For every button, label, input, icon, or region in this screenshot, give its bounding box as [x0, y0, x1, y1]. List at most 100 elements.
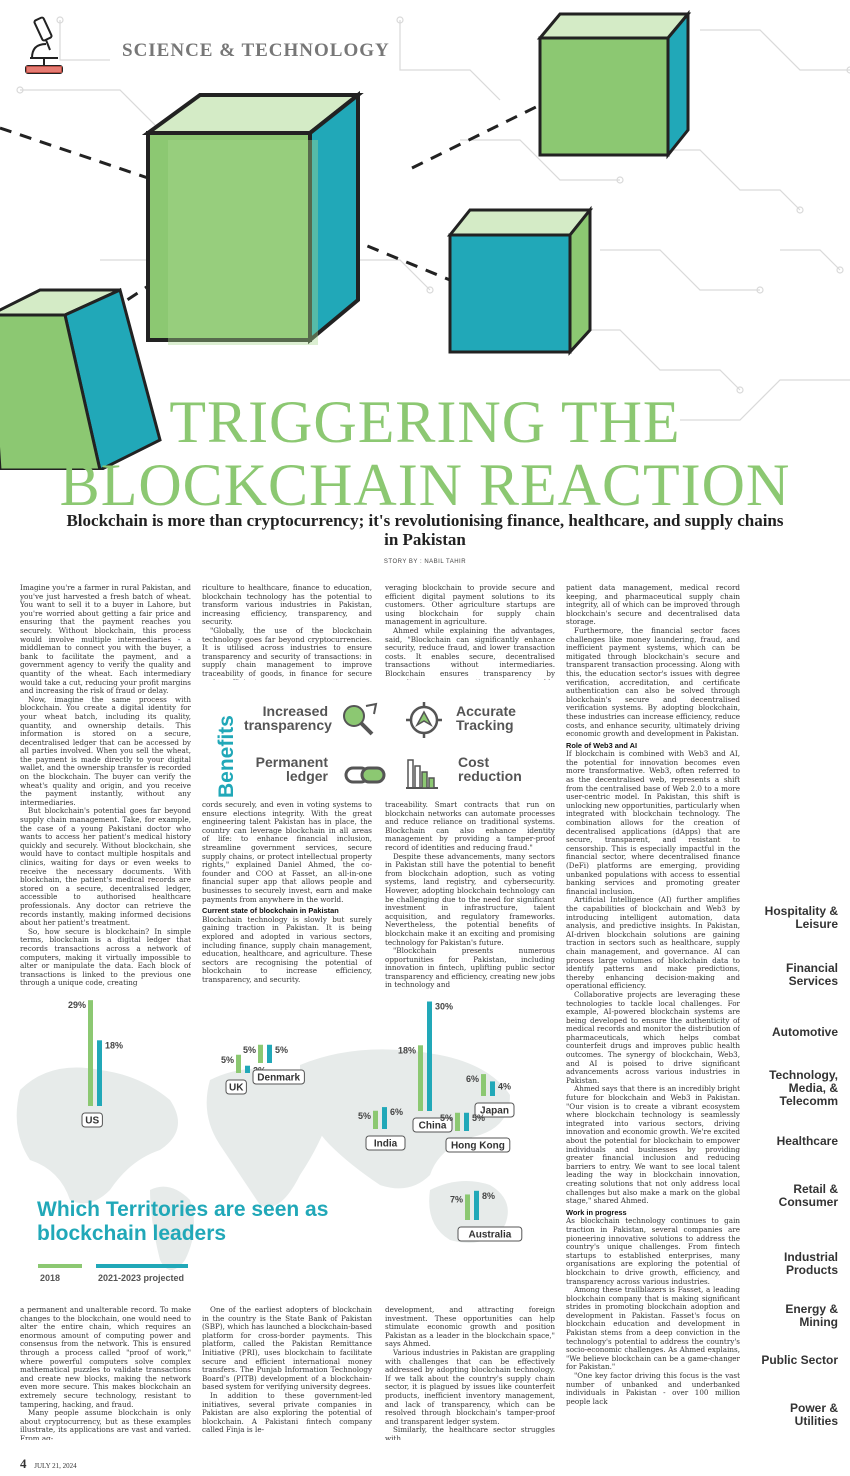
column-1: Imagine you're a farmer in rural Pakista…	[20, 584, 191, 990]
territory-label-box	[457, 1226, 523, 1242]
bar-uk-2018	[236, 1054, 241, 1073]
sector-item: Energy &Mining	[785, 1302, 838, 1329]
bar-india-projected	[382, 1107, 387, 1129]
legend-swatch-projected	[96, 1264, 188, 1268]
paragraph: Imagine you're a farmer in rural Pakista…	[20, 584, 191, 696]
paragraph: patient data management, medical record …	[566, 584, 740, 627]
sector-item: Healthcare	[776, 1134, 838, 1148]
bar-uk-projected	[245, 1065, 250, 1073]
subheadline: Blockchain is more than cryptocurrency; …	[66, 511, 784, 549]
benefits-heading: Benefits	[215, 715, 238, 798]
legend-swatch-2018	[38, 1264, 82, 1268]
bar-australia-projected	[474, 1190, 479, 1220]
territory-label: China	[419, 1121, 447, 1132]
territory-label-box	[412, 1117, 453, 1133]
byline: STORY BY : NABIL TAHIR	[383, 559, 467, 565]
bar-hong-kong-2018	[455, 1112, 460, 1131]
territory-label: Australia	[469, 1230, 512, 1241]
hero-illustration: SCIENCE & TECHNOLOGY	[0, 0, 850, 470]
paragraph: Similarly, the healthcare sector struggl…	[385, 1425, 555, 1440]
issue-date: JULY 21, 2024	[34, 1462, 77, 1470]
paragraph: "Blockchain presents numerous opportunit…	[385, 946, 555, 990]
paragraph: Artificial Intelligence (AI) further amp…	[566, 895, 740, 991]
paragraph: Ahmed says that there is an incredibly b…	[566, 1084, 740, 1206]
bar-value-label: 7%	[450, 1194, 463, 1204]
left-cube	[0, 287, 162, 470]
subheading: Role of Web3 and AI	[566, 740, 638, 750]
bar-value-label: 29%	[68, 1000, 86, 1010]
headline-line-1: TRIGGERING THE	[169, 389, 681, 455]
paragraph: veraging blockchain to provide secure an…	[385, 584, 555, 627]
bottom-column-2: One of the earliest adopters of blockcha…	[202, 1306, 372, 1440]
paragraph: If blockchain is combined with Web3 and …	[566, 749, 740, 896]
paragraph: Now, imagine the same process with block…	[20, 694, 191, 807]
bar-value-label: 5%	[243, 1045, 256, 1055]
bar-chart-marks: 29%18%US5%2%UK5%5%Denmark18%30%China5%6%…	[68, 1000, 523, 1242]
bar-us-2018	[88, 1000, 93, 1106]
column-3-top: veraging blockchain to provide secure an…	[385, 584, 555, 680]
blockchain-cubes-illustration	[0, 9, 850, 470]
bar-value-label: 18%	[398, 1045, 416, 1055]
world-map-chart: 29%18%US5%2%UK5%5%Denmark18%30%China5%6%…	[16, 1000, 523, 1270]
top-right-cube	[536, 9, 692, 160]
territory-label-box	[81, 1112, 103, 1128]
bar-japan-2018	[481, 1074, 486, 1096]
legend-label-2018: 2018	[40, 1273, 61, 1283]
sector-item: Public Sector	[761, 1353, 838, 1367]
territory-label: India	[374, 1139, 398, 1150]
column-4: patient data management, medical record …	[566, 584, 740, 1432]
bar-value-label: 5%	[358, 1111, 371, 1121]
bar-india-2018	[373, 1110, 378, 1129]
column-2-top: riculture to healthcare, finance to educ…	[202, 584, 372, 680]
paragraph: "Globally, the use of the blockchain tec…	[202, 625, 372, 680]
benefit-label-tracking: Accurate Tracking	[456, 703, 516, 733]
section-label: SCIENCE & TECHNOLOGY	[122, 40, 390, 61]
territory-label: UK	[229, 1083, 244, 1094]
paragraph: Various industries in Pakistan are grapp…	[385, 1347, 555, 1426]
subheading: Work in progress	[566, 1207, 627, 1217]
bar-value-label: 5%	[221, 1055, 234, 1065]
bottom-column-3: development, and attracting foreign inve…	[385, 1306, 555, 1440]
territory-label-box	[252, 1069, 305, 1085]
paragraph: traceability. Smart contracts that run o…	[385, 801, 555, 852]
svg-text:Benefits: Benefits	[215, 715, 238, 798]
bar-denmark-projected	[267, 1044, 272, 1063]
bar-value-label: 30%	[435, 1002, 453, 1012]
chain-link-icon	[344, 766, 386, 784]
falling-bars-icon	[406, 759, 438, 789]
bar-australia-2018	[465, 1194, 470, 1220]
page-number: 4	[20, 1456, 27, 1471]
bar-china-projected	[427, 1001, 432, 1111]
magnifier-hand-icon	[343, 702, 378, 736]
bar-us-projected	[97, 1040, 102, 1106]
territory-label: Hong Kong	[451, 1141, 505, 1152]
sector-item: Technology,Media, &Telecomm	[769, 1068, 838, 1108]
bar-japan-projected	[490, 1081, 495, 1096]
paragraph: riculture to healthcare, finance to educ…	[202, 584, 372, 627]
paragraph: Among these trailblazers is Fasset, a le…	[566, 1285, 740, 1372]
bar-value-label: 5%	[440, 1113, 453, 1123]
bar-value-label: 5%	[472, 1113, 485, 1123]
territory-label-box	[365, 1135, 406, 1151]
paragraph: One of the earliest adopters of blockcha…	[202, 1306, 372, 1392]
paragraph: Despite these advancements, many sectors…	[385, 851, 555, 947]
paragraph: In addition to these government-led init…	[202, 1390, 372, 1435]
bar-value-label: 6%	[466, 1074, 479, 1084]
bar-value-label: 18%	[105, 1040, 123, 1050]
bar-value-label: 4%	[498, 1081, 511, 1091]
sector-item: Power &Utilities	[789, 1401, 838, 1428]
center-cube	[141, 90, 364, 345]
bottom-column-1: a permanent and unalterable record. To m…	[20, 1306, 191, 1440]
paragraph: development, and attracting foreign inve…	[385, 1306, 555, 1349]
territory-label: US	[85, 1116, 99, 1127]
sector-item: Retail &Consumer	[778, 1182, 838, 1209]
sector-item: Hospitality &Leisure	[764, 904, 838, 931]
sector-item: Automotive	[772, 1025, 838, 1039]
paragraph: Blockchain technology is slowly but sure…	[202, 914, 372, 984]
circuit-lines	[16, 16, 850, 421]
territory-label: Japan	[480, 1106, 509, 1117]
benefits-infographic: Benefits Increased transparency Accurate…	[214, 690, 562, 800]
benefit-label-transparency: Increased transparency	[244, 703, 332, 733]
